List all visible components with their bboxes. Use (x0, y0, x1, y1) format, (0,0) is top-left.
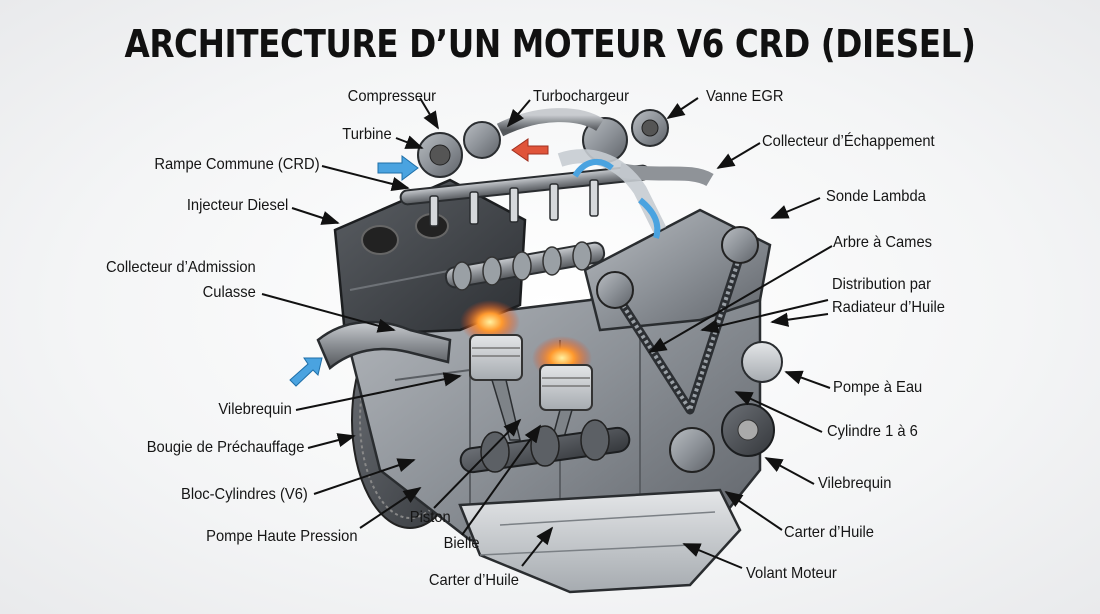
label-turbochargeur: Turbochargeur (533, 88, 630, 105)
label-distribution-line2: Radiateur d’Huile (832, 299, 945, 316)
callout-pompe-a-eau (784, 370, 831, 389)
label-culasse: Culasse (202, 284, 256, 301)
label-bougie: Bougie de Préchauffage (146, 439, 304, 456)
callout-vilebrequin-left (295, 372, 462, 411)
callout-pompe-haute-pression (359, 487, 422, 529)
piston-shape (539, 364, 593, 411)
callout-arbre-a-cames (648, 245, 833, 353)
label-volant-moteur: Volant Moteur (746, 565, 837, 582)
label-pompe-a-eau: Pompe à Eau (833, 379, 923, 396)
label-piston: Piston (409, 509, 451, 526)
water-pump-shape (741, 341, 783, 383)
callout-compresseur (419, 97, 439, 130)
label-compresseur: Compresseur (347, 88, 436, 105)
callout-rampe-commune (321, 165, 410, 191)
combustion-flame (460, 300, 520, 344)
callout-turbochargeur (506, 99, 531, 128)
callout-lines (261, 97, 833, 569)
label-turbine: Turbine (342, 126, 392, 143)
callout-culasse (261, 293, 396, 333)
label-injecteur-diesel: Injecteur Diesel (186, 197, 288, 214)
callout-carter-huile-right (724, 490, 783, 531)
label-vanne-egr: Vanne EGR (706, 88, 784, 105)
callout-carter-huile-bottom (521, 526, 554, 567)
callout-volant-moteur (682, 543, 743, 569)
label-collecteur-echappement: Collecteur d’Échappement (762, 133, 935, 150)
label-bielle: Bielle (443, 535, 480, 552)
label-pompe-haute-pression: Pompe Haute Pression (206, 528, 358, 545)
label-carter-huile-right: Carter d’Huile (784, 524, 874, 541)
callout-sonde-lambda (770, 197, 821, 219)
label-collecteur-admission: Collecteur d’Admission (106, 259, 256, 276)
label-arbre-a-cames: Arbre à Cames (833, 234, 932, 251)
flow-arrow-blue (377, 155, 419, 181)
turbo-left-shape (417, 121, 501, 178)
callout-collecteur-echappement (716, 142, 761, 169)
callout-cylindre (734, 391, 823, 433)
label-vilebrequin-right: Vilebrequin (818, 475, 892, 492)
callout-bougie (307, 433, 356, 449)
flow-arrow-blue (638, 197, 661, 239)
flow-arrow-blue (289, 357, 323, 387)
flow-arrow-red (511, 138, 549, 162)
callout-injecteur-diesel (291, 207, 340, 225)
callout-vilebrequin-right (764, 457, 815, 485)
callout-distribution (700, 299, 829, 334)
callout-piston (433, 418, 522, 509)
label-vilebrequin-left: Vilebrequin (218, 401, 292, 418)
intake-manifold-shape (316, 320, 452, 371)
callout-bloc-cylindres (313, 458, 416, 495)
engine-body (289, 108, 783, 594)
camshaft-shape (444, 241, 606, 291)
label-rampe-commune: Rampe Commune (CRD) (154, 156, 320, 173)
label-distribution-line1: Distribution par (832, 276, 932, 293)
piston-shape (469, 334, 523, 381)
callout-radiateur (770, 312, 829, 327)
label-bloc-cylindres: Bloc-Cylindres (V6) (181, 486, 308, 503)
callout-bielle (461, 424, 542, 536)
label-sonde-lambda: Sonde Lambda (826, 188, 926, 205)
callout-turbine (395, 135, 424, 149)
injectors-shape (429, 179, 599, 227)
label-cylindre: Cylindre 1 à 6 (827, 423, 918, 440)
diagram-title: ARCHITECTURE D’UN MOTEUR V6 CRD (DIESEL) (124, 22, 976, 66)
callout-vanne-egr (666, 97, 699, 119)
label-carter-huile-bottom: Carter d’Huile (428, 572, 519, 589)
flow-arrow-blue (572, 158, 614, 178)
